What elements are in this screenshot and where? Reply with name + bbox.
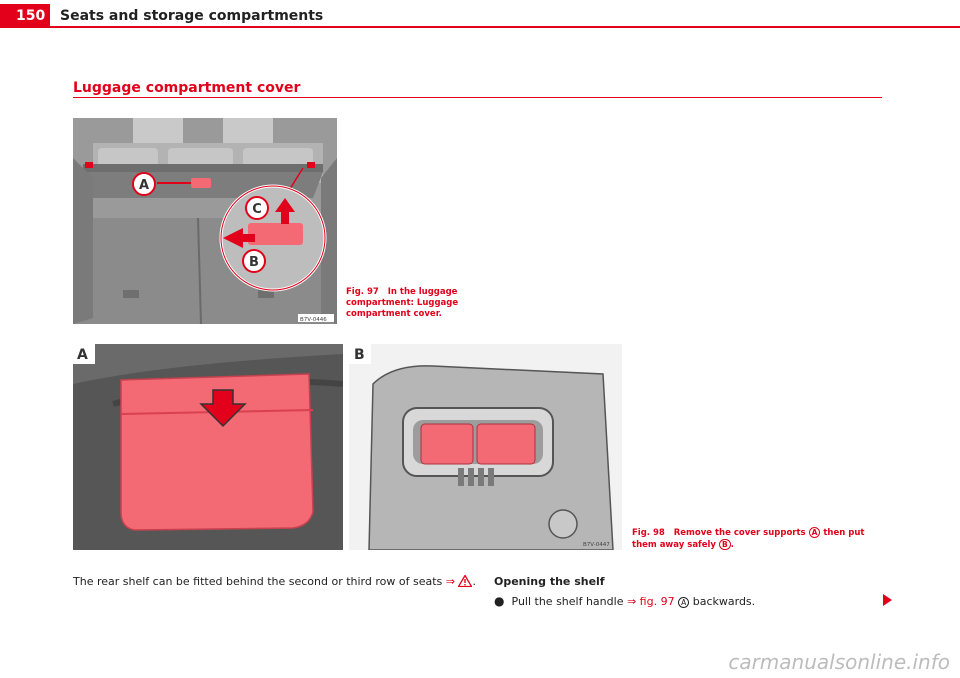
figure-98-caption-text: Remove the cover supports: [673, 528, 806, 538]
warning-triangle-icon[interactable]: [458, 575, 473, 587]
callout-a: A: [139, 178, 149, 193]
page-number: 150: [16, 8, 46, 24]
bullet-text: Pull the shelf handle: [511, 595, 624, 608]
bullet-dot-icon: ●: [494, 594, 505, 608]
page-number-box: [0, 4, 50, 28]
header-rule: [50, 26, 960, 28]
section-rule: [73, 97, 882, 98]
bullet-item: ● Pull the shelf handle ⇒ fig. 97 A back…: [494, 594, 755, 608]
section-title: Luggage compartment cover: [73, 80, 301, 96]
figure-98-image: A B B7V-0447: [73, 344, 622, 550]
figure-98-badge-b: B: [718, 539, 731, 550]
figure-97-caption: Fig. 97 In the luggage compartment: Lugg…: [346, 287, 466, 320]
intro-end: .: [472, 575, 476, 588]
figure-98-caption: Fig. 98 Remove the cover supports A then…: [632, 527, 892, 551]
panel-a-label: A: [77, 347, 88, 363]
figure-97-image: A B C B7V-0446: [73, 118, 337, 324]
next-page-arrow-icon[interactable]: [883, 594, 892, 606]
figure-98-caption-mid: then put them away safely: [632, 528, 865, 550]
figure-98-caption-number: Fig. 98: [632, 528, 665, 538]
intro-text: The rear shelf can be fitted behind the …: [73, 575, 443, 588]
figure-98-caption-end: .: [730, 540, 734, 550]
figure-98-badge-a: A: [808, 527, 821, 538]
callout-c: C: [252, 202, 262, 217]
figure-98-image-code: B7V-0447: [583, 542, 610, 548]
intro-paragraph: The rear shelf can be fitted behind the …: [73, 575, 493, 589]
watermark: carmanualsonline.info: [728, 650, 950, 674]
bullet-badge-a: A: [678, 596, 690, 608]
figure-97-caption-number: Fig. 97: [346, 287, 379, 297]
bullet-end: backwards.: [692, 595, 756, 608]
fig-97-link[interactable]: ⇒ fig. 97: [626, 595, 675, 608]
chapter-title: Seats and storage compartments: [60, 8, 324, 24]
opening-shelf-heading: Opening the shelf: [494, 575, 605, 588]
callout-b: B: [249, 255, 259, 270]
figure-97-caption-text: In the luggage compartment: Luggage comp…: [346, 287, 459, 319]
figure-97-image-code: B7V-0446: [300, 317, 327, 323]
panel-b-label: B: [354, 347, 365, 363]
intro-arrow[interactable]: ⇒: [445, 575, 455, 588]
